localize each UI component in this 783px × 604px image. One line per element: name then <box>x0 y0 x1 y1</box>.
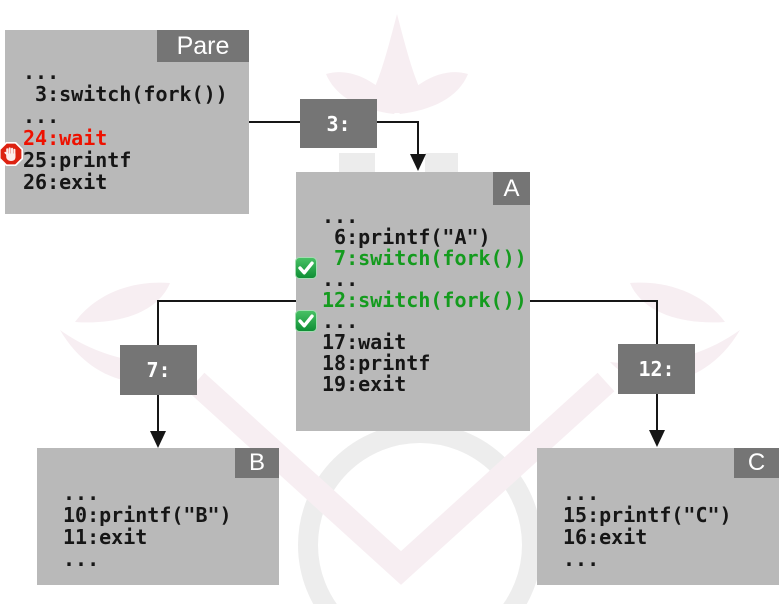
process-tab-a: A <box>493 172 530 205</box>
checkmark-icon-line12 <box>295 310 317 332</box>
code-line: 3:switch(fork()) <box>23 82 228 106</box>
process-box-c: C ...15:printf("C")16:exit... <box>537 448 779 585</box>
code-line: 26:exit <box>23 170 108 194</box>
connector-label-12: 12: <box>618 344 695 394</box>
process-box-b: B ...10:printf("B")11:exit... <box>37 448 279 585</box>
checkmark-icon-line7 <box>295 257 317 279</box>
code-line: 18:printf <box>322 351 431 375</box>
code-line: 6:printf("A") <box>322 225 491 249</box>
code-line: 11:exit <box>63 525 148 549</box>
code-line: ... <box>322 309 359 333</box>
arrowhead-into-b <box>150 431 166 448</box>
code-line: 12:switch(fork()) <box>322 288 527 312</box>
process-tab-c: C <box>734 448 779 478</box>
code-listing-c: ...15:printf("C")16:exit... <box>563 482 732 570</box>
code-line: ... <box>23 60 60 84</box>
code-line: 19:exit <box>322 372 407 396</box>
code-line: 17:wait <box>322 330 407 354</box>
process-box-a: A ... 6:printf("A") 7:switch(fork())...1… <box>296 172 530 431</box>
ghost-rect <box>339 153 375 172</box>
code-line: 16:exit <box>563 525 648 549</box>
code-line: 10:printf("B") <box>63 503 232 527</box>
code-line: 15:printf("C") <box>563 503 732 527</box>
connector-label-7: 7: <box>120 345 197 395</box>
code-line: ... <box>563 547 600 571</box>
code-listing-b: ...10:printf("B")11:exit... <box>63 482 232 570</box>
code-line: ... <box>563 481 600 505</box>
code-line: 7:switch(fork()) <box>322 246 527 270</box>
code-listing-a: ... 6:printf("A") 7:switch(fork())...12:… <box>322 206 527 395</box>
connector-label-3: 3: <box>300 99 377 148</box>
arrowhead-into-a <box>410 154 426 171</box>
code-line: ... <box>322 267 359 291</box>
code-line: ... <box>63 481 100 505</box>
code-line: 24:wait <box>23 126 108 150</box>
stop-hand-icon <box>0 141 24 167</box>
code-line: ... <box>23 104 60 128</box>
code-line: ... <box>322 204 359 228</box>
ghost-rect <box>425 153 458 172</box>
code-line: 25:printf <box>23 148 132 172</box>
process-tab-b: B <box>235 448 279 478</box>
process-tab-parent: Pare <box>157 30 249 62</box>
code-line: ... <box>63 547 100 571</box>
arrowhead-into-c <box>649 430 665 447</box>
